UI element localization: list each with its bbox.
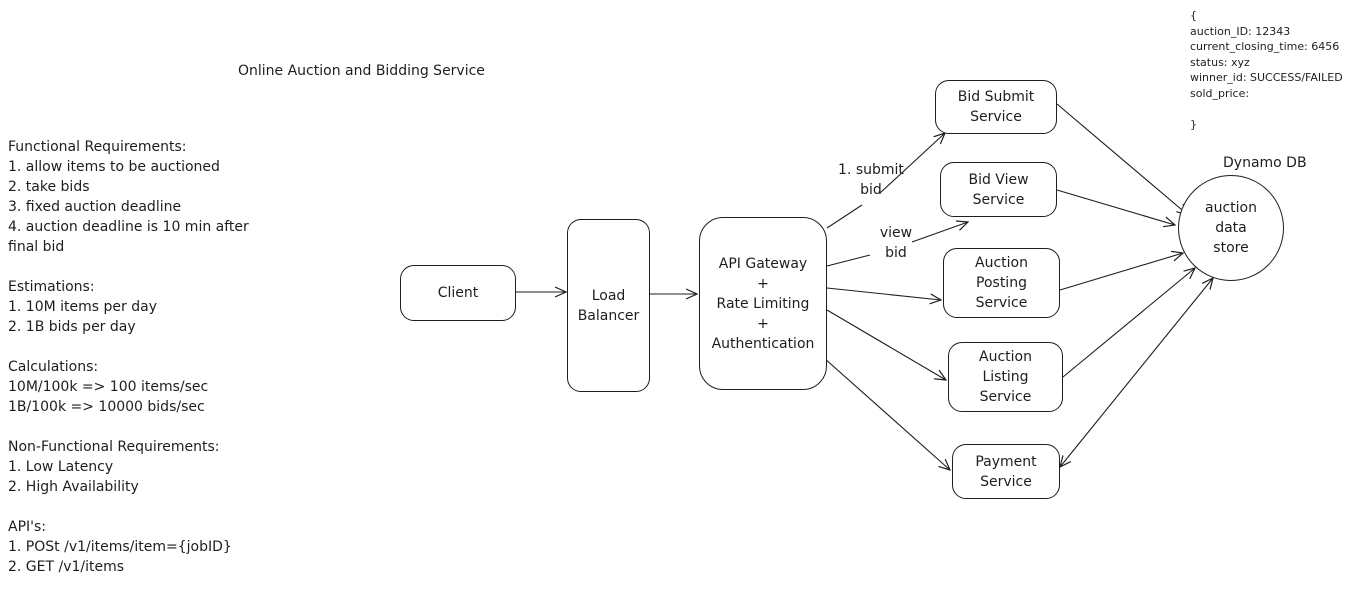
view-bid-edge-label: view bid — [879, 225, 913, 261]
notes-line: 2. High Availability — [8, 479, 139, 495]
notes-line: 3. fixed auction deadline — [8, 199, 182, 215]
schema-line: auction_ID: 12343 — [1190, 24, 1291, 38]
arrow-gateway-to-bid-submit — [826, 204, 863, 229]
arrow-posting-to-db — [1059, 253, 1183, 291]
arrow-gateway-to-listing — [826, 309, 946, 380]
client-label: Client — [437, 285, 479, 301]
notes-line: 1. Low Latency — [8, 459, 114, 475]
payment-service-node: Payment Service — [952, 444, 1060, 499]
load-balancer-node: Load Balancer — [567, 219, 650, 392]
notes-line: Non-Functional Requirements: — [8, 439, 220, 455]
notes-line: Calculations: — [8, 359, 99, 375]
schema-line: winner_id: SUCCESS/FAILED — [1190, 71, 1343, 84]
schema-line: status: xyz — [1190, 55, 1250, 69]
payment-label: Payment Service — [975, 453, 1037, 490]
bid-view-label: Bid View Service — [968, 171, 1029, 208]
auction-data-store-label: auction data store — [1205, 200, 1257, 256]
requirements-notes: Functional Requirements: 1. allow items t… — [8, 137, 249, 577]
diagram-title: Online Auction and Bidding Service — [238, 63, 485, 79]
auction-listing-service-node: Auction Listing Service — [948, 342, 1063, 412]
auction-data-store-node: auction data store — [1178, 175, 1284, 281]
schema-line: sold_price: — [1190, 86, 1250, 100]
notes-line: 4. auction deadline is 10 min after — [8, 219, 249, 235]
schema-line: } — [1190, 117, 1197, 131]
dynamo-db-label: Dynamo DB — [1223, 155, 1307, 171]
auction-listing-label: Auction Listing Service — [979, 349, 1032, 405]
api-gateway-node: API Gateway + Rate Limiting + Authentica… — [699, 217, 827, 390]
notes-line: 10M/100k => 100 items/sec — [8, 379, 209, 395]
bid-submit-service-node: Bid Submit Service — [935, 80, 1057, 134]
notes-line: 1B/100k => 10000 bids/sec — [8, 399, 205, 415]
schema-line: current_closing_time: 6456 — [1190, 40, 1340, 53]
notes-line: 2. take bids — [8, 179, 90, 195]
arrow-payment-db-bidirectional — [1060, 278, 1213, 467]
arrow-listing-to-db — [1062, 268, 1195, 378]
notes-line: Estimations: — [8, 279, 95, 295]
notes-line: 1. allow items to be auctioned — [8, 159, 220, 175]
arrow-gateway-to-payment — [814, 349, 950, 470]
load-balancer-label: Load Balancer — [577, 287, 640, 324]
arrow-gateway-to-bid-submit-2 — [879, 133, 945, 194]
arrow-bid-submit-to-db — [1056, 103, 1188, 215]
api-gateway-label: API Gateway + Rate Limiting + Authentica… — [711, 255, 815, 352]
notes-line: 2. GET /v1/items — [8, 559, 125, 575]
notes-line: final bid — [8, 239, 65, 255]
bid-view-service-node: Bid View Service — [940, 162, 1057, 217]
arrow-bid-view-to-db — [1056, 189, 1175, 225]
bid-submit-label: Bid Submit Service — [957, 89, 1035, 125]
auction-posting-service-node: Auction Posting Service — [943, 248, 1060, 318]
data-schema-note: { auction_ID: 12343 current_closing_time: … — [1190, 8, 1343, 132]
arrow-gateway-to-bid-view-2 — [911, 222, 968, 243]
arrow-gateway-to-bid-view — [826, 254, 871, 267]
client-node: Client — [400, 265, 516, 321]
notes-line: 1. POSt /v1/items/item={jobID} — [8, 539, 232, 555]
notes-line: 2. 1B bids per day — [8, 319, 136, 335]
schema-line: { — [1190, 9, 1197, 22]
arrow-gateway-to-posting — [826, 287, 941, 300]
auction-posting-label: Auction Posting Service — [975, 255, 1028, 311]
notes-line: 1. 10M items per day — [8, 299, 157, 315]
notes-line: Functional Requirements: — [8, 139, 187, 155]
submit-bid-edge-label: 1. submit bid — [838, 162, 904, 198]
notes-line: API's: — [8, 519, 47, 535]
